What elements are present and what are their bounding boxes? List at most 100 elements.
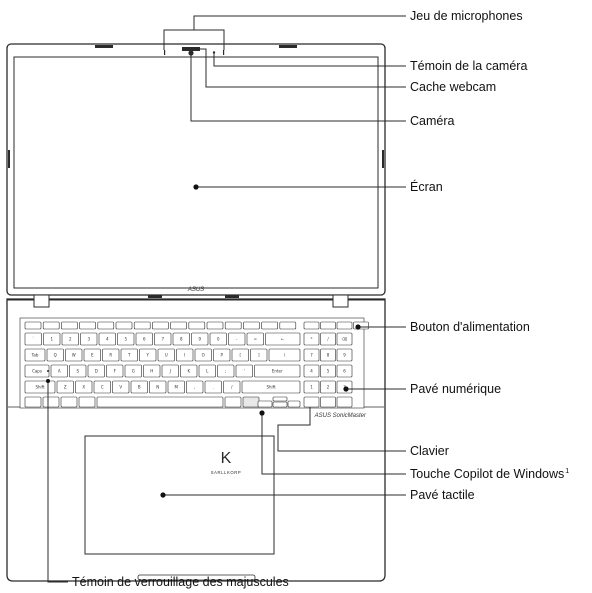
key-label: L bbox=[206, 369, 209, 374]
numpad-key: 1 bbox=[303, 380, 320, 394]
key: - bbox=[228, 332, 246, 346]
key: R bbox=[102, 348, 120, 362]
key: A bbox=[50, 364, 68, 378]
label-copilot-key-text: Touche Copilot de Windows bbox=[410, 467, 564, 481]
label-camera-indicator: Témoin de la caméra bbox=[410, 59, 527, 73]
key-label: N bbox=[156, 385, 159, 390]
key-label: 1 bbox=[310, 385, 313, 390]
numpad-top-key bbox=[303, 321, 320, 330]
labels: Jeu de microphones Témoin de la caméra C… bbox=[72, 9, 569, 589]
key: E bbox=[83, 348, 101, 362]
numpad-key bbox=[320, 396, 336, 408]
key: 7 bbox=[154, 332, 172, 346]
key: . bbox=[204, 380, 222, 394]
numpad-key: 8 bbox=[320, 348, 336, 362]
key-label: * bbox=[311, 337, 313, 342]
key-label: J bbox=[169, 369, 171, 374]
key-label: 9 bbox=[198, 337, 201, 342]
key: 2 bbox=[61, 332, 79, 346]
key: I bbox=[176, 348, 194, 362]
key-fn bbox=[42, 396, 60, 408]
key-label: 6 bbox=[143, 337, 146, 342]
key-label: 5 bbox=[124, 337, 127, 342]
numpad-key: 5 bbox=[320, 364, 336, 378]
key-label: X bbox=[82, 385, 85, 390]
key-label: 0 bbox=[217, 337, 220, 342]
numpad-key: 6 bbox=[336, 364, 353, 378]
key-label: O bbox=[202, 353, 205, 358]
key-label: D bbox=[95, 369, 98, 374]
function-key bbox=[279, 321, 297, 330]
key-alt-right bbox=[224, 396, 242, 408]
key: Q bbox=[46, 348, 64, 362]
key: S bbox=[69, 364, 87, 378]
key-label: E bbox=[91, 353, 94, 358]
key-label: M bbox=[175, 385, 179, 390]
key: Z bbox=[56, 380, 74, 394]
key: 5 bbox=[117, 332, 135, 346]
key-label: G bbox=[132, 369, 135, 374]
key: 3 bbox=[80, 332, 98, 346]
touchpad-brand: SARLLKORP bbox=[211, 470, 242, 475]
key: ' bbox=[235, 364, 253, 378]
numpad-key: * bbox=[303, 332, 320, 346]
function-key bbox=[115, 321, 133, 330]
label-screen: Écran bbox=[410, 179, 443, 194]
key-arrow-down bbox=[272, 401, 288, 408]
key-label: Shift bbox=[266, 385, 276, 390]
label-microphones: Jeu de microphones bbox=[410, 9, 523, 23]
key-label: 7 bbox=[161, 337, 164, 342]
label-power-button: Bouton d'alimentation bbox=[410, 320, 530, 334]
key-label: V bbox=[119, 385, 122, 390]
function-key bbox=[24, 321, 42, 330]
key-label: R bbox=[109, 353, 112, 358]
key-shift-left: Shift bbox=[24, 380, 56, 394]
key-label: / bbox=[231, 385, 233, 390]
webcam-shield-slot bbox=[182, 47, 200, 51]
key: 9 bbox=[191, 332, 209, 346]
label-copilot-footnote: 1 bbox=[565, 468, 569, 475]
key: U bbox=[157, 348, 175, 362]
function-key bbox=[170, 321, 187, 330]
key-label: ; bbox=[225, 369, 226, 374]
key-label: 5 bbox=[327, 369, 330, 374]
callout-dots bbox=[46, 184, 361, 498]
function-key bbox=[261, 321, 278, 330]
callout-lines bbox=[47, 15, 406, 583]
function-key bbox=[206, 321, 224, 330]
key-label: 6 bbox=[343, 369, 346, 374]
numpad-key: 2 bbox=[320, 380, 336, 394]
lid-logo: ASUS bbox=[187, 287, 204, 293]
label-camera: Caméra bbox=[410, 114, 455, 128]
key: Enter bbox=[254, 364, 301, 378]
key: L bbox=[198, 364, 216, 378]
label-numeric-keypad: Pavé numérique bbox=[410, 382, 501, 396]
key-label: 8 bbox=[327, 353, 330, 358]
key: X bbox=[75, 380, 93, 394]
camera-lens bbox=[188, 50, 194, 56]
key-label: 4 bbox=[106, 337, 109, 342]
microphone bbox=[164, 50, 166, 55]
key-label: - bbox=[236, 337, 238, 342]
numpad-key: 4 bbox=[303, 364, 320, 378]
label-caps-lock-indicator: Témoin de verrouillage des majuscules bbox=[72, 575, 289, 589]
function-key bbox=[42, 321, 60, 330]
key-label: S bbox=[76, 369, 79, 374]
key-arrow-right bbox=[287, 400, 301, 408]
key-label: / bbox=[327, 337, 329, 342]
label-touchpad: Pavé tactile bbox=[410, 488, 475, 502]
key: , bbox=[186, 380, 204, 394]
function-key bbox=[243, 321, 260, 330]
key: 8 bbox=[172, 332, 190, 346]
key-windows bbox=[60, 396, 78, 408]
label-keyboard: Clavier bbox=[410, 444, 449, 458]
caps-lock-led bbox=[47, 370, 49, 372]
key: O bbox=[194, 348, 212, 362]
numpad-key: 9 bbox=[336, 348, 353, 362]
function-key bbox=[97, 321, 115, 330]
key: = bbox=[246, 332, 264, 346]
key: C bbox=[93, 380, 111, 394]
key-label: 2 bbox=[327, 385, 330, 390]
key-label: ⌫ bbox=[342, 337, 348, 342]
